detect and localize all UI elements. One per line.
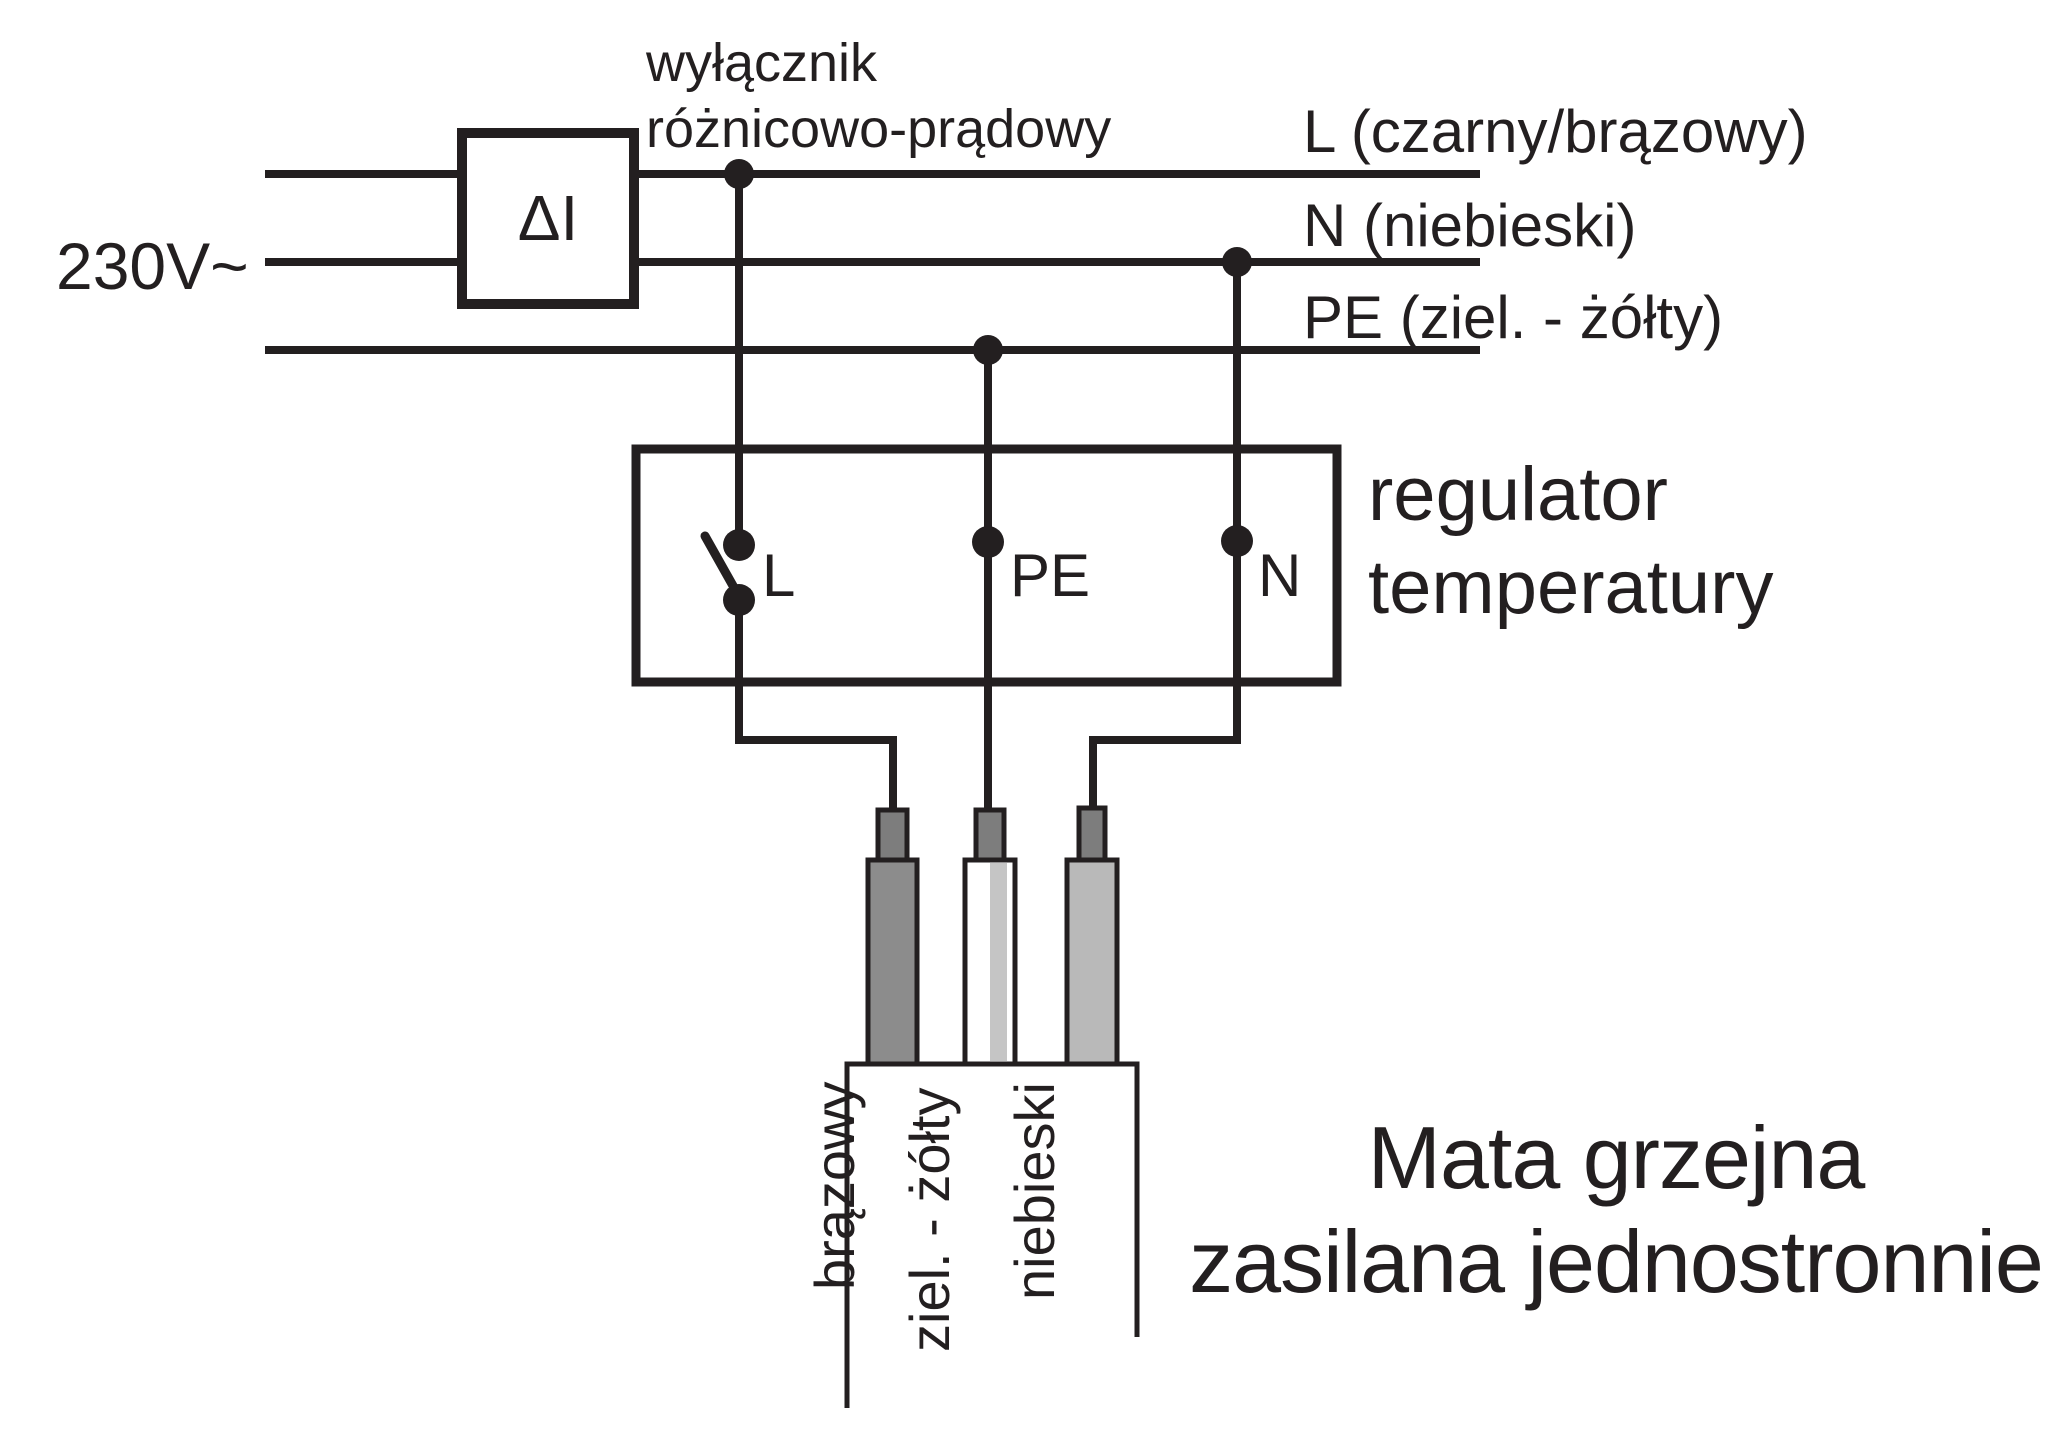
- supply-voltage-label: 230V~: [56, 229, 249, 303]
- connector-body-brown: [865, 857, 920, 1067]
- connector-body-blue: [1064, 857, 1120, 1067]
- switch-lower-contact-dot: [723, 584, 755, 616]
- mat-wire-label-green-yellow: ziel. - żółty: [898, 1087, 961, 1353]
- connector-stripe-green-yellow: [990, 863, 1007, 1061]
- switch-upper-contact-dot: [723, 529, 755, 561]
- junction-dot-pe: [973, 335, 1003, 365]
- regulator-label: regulator temperatury: [1368, 448, 1774, 634]
- mat-caption-line2: zasilana jednostronnie: [1189, 1212, 2044, 1311]
- wire-label-l: L (czarny/brązowy): [1303, 98, 1808, 165]
- terminal-dot-pe: [972, 526, 1004, 558]
- rcd-label-line2: różnicowo-prądowy: [646, 99, 1112, 159]
- regulator-terminal-l: L: [762, 542, 796, 609]
- terminal-dot-n: [1221, 525, 1253, 557]
- mat-caption: Mata grzejna zasilana jednostronnie: [1166, 1106, 2066, 1314]
- heating-mat-outline: [844, 1061, 1140, 1408]
- connector-cap-green-yellow: [973, 807, 1007, 865]
- regulator-terminal-n: N: [1258, 542, 1302, 609]
- rcd-box: [457, 128, 639, 309]
- rcd-symbol: ΔI: [517, 182, 579, 254]
- mat-wire-label-brown: brązowy: [803, 1081, 866, 1290]
- rcd-label-line1: wyłącznik: [646, 33, 878, 93]
- mat-caption-line1: Mata grzejna: [1367, 1108, 1866, 1207]
- wire-l-output: [735, 598, 897, 818]
- connector-cap-blue: [1076, 805, 1108, 865]
- wire-n-drop: [1089, 262, 1241, 816]
- regulator-label-line2: temperatury: [1368, 545, 1774, 630]
- rcd-label: wyłącznik różnicowo-prądowy: [646, 30, 1111, 162]
- regulator-terminal-pe: PE: [1010, 542, 1091, 609]
- mat-wire-label-blue: niebieski: [1003, 1082, 1066, 1300]
- junction-dot-n: [1222, 247, 1252, 277]
- wire-label-n: N (niebieski): [1303, 192, 1637, 259]
- wire-label-pe: PE (ziel. - żółty): [1303, 284, 1724, 351]
- connector-cap-brown: [875, 807, 910, 865]
- regulator-label-line1: regulator: [1368, 452, 1668, 537]
- junction-dot-l: [724, 159, 754, 189]
